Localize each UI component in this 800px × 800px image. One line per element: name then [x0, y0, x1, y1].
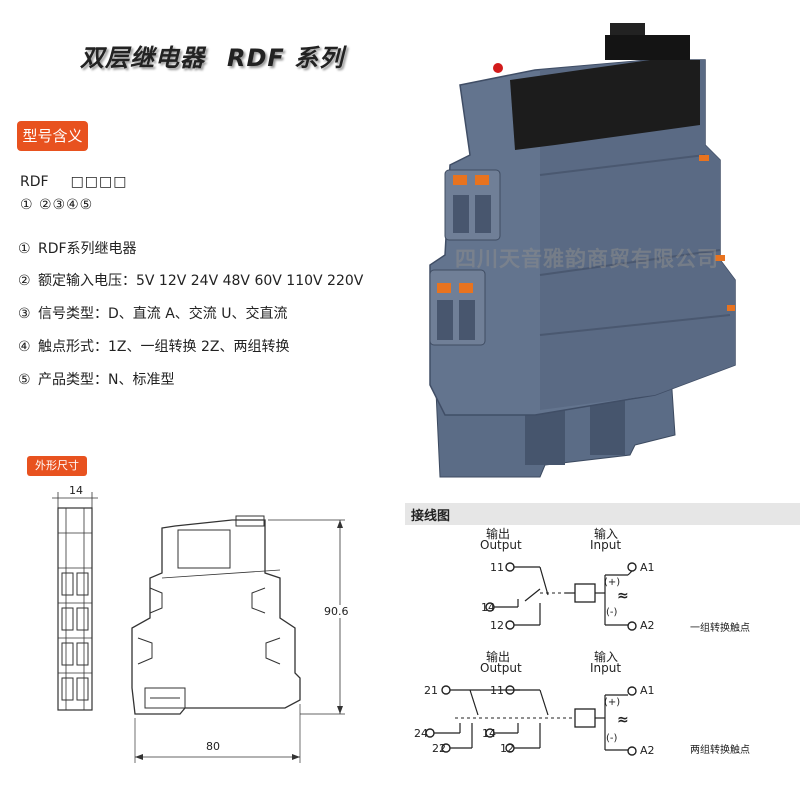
dimension-width-label: 14 — [69, 484, 83, 497]
model-code: RDF □□□□ — [20, 174, 127, 190]
model-item-num: ⑤ — [18, 372, 31, 388]
output-label-cn-2: 输出 — [486, 650, 511, 664]
output-label-en-2: Output — [480, 661, 522, 675]
terminal-14b: 14 — [482, 727, 496, 740]
wiring-title: 接线图 — [411, 509, 451, 524]
dimension-length-label: 80 — [206, 740, 220, 753]
terminal-11: 11 — [490, 561, 504, 574]
polarity-minus: (-) — [606, 607, 618, 618]
model-item-num: ② — [18, 273, 31, 289]
ac-dc-symbol-2: ≈ — [617, 712, 629, 728]
model-item-num: ① — [18, 241, 31, 257]
model-item-text: RDF系列继电器 — [38, 241, 137, 257]
model-meaning-badge: 型号含义 — [17, 121, 88, 151]
model-item: ① RDF系列继电器 — [18, 238, 137, 258]
terminal-12: 12 — [490, 619, 504, 632]
model-item-text: 产品类型：N、标准型 — [38, 372, 175, 388]
ac-dc-symbol: ≈ — [617, 588, 629, 604]
model-code-numbers: ① ②③④⑤ — [20, 197, 94, 213]
title-main: 双层继电器 — [80, 44, 205, 72]
polarity-plus-2: (+) — [604, 697, 621, 708]
model-item-text: 触点形式：1Z、一组转换 2Z、两组转换 — [38, 339, 290, 355]
wiring-header-bar — [405, 503, 800, 525]
terminal-12b: 12 — [500, 742, 514, 755]
wiring-diagrams — [425, 562, 637, 756]
terminal-a2: A2 — [640, 619, 655, 632]
model-item: ④ 触点形式：1Z、一组转换 2Z、两组转换 — [18, 336, 289, 356]
diagram2-caption: 两组转换触点 — [690, 745, 750, 756]
output-label-cn: 输出 — [486, 527, 511, 541]
terminal-24: 24 — [414, 727, 428, 740]
terminal-a2b: A2 — [640, 744, 655, 757]
page-title: 双层继电器 RDF 系列 — [80, 38, 344, 73]
title-series: RDF 系列 — [227, 44, 345, 72]
model-item-num: ④ — [18, 339, 31, 355]
terminal-22: 22 — [432, 742, 446, 755]
model-code-boxes: □□□□ — [70, 174, 128, 190]
model-item: ③ 信号类型：D、直流 A、交流 U、交直流 — [18, 303, 288, 323]
input-label-en: Input — [590, 538, 622, 552]
terminal-14: 14 — [481, 601, 495, 614]
terminal-21: 21 — [424, 684, 438, 697]
diagram1-caption: 一组转换触点 — [690, 623, 750, 634]
input-label-en-2: Input — [590, 661, 622, 675]
polarity-plus: (+) — [604, 577, 621, 588]
output-label-en: Output — [480, 538, 522, 552]
dimension-height-label: 90.6 — [324, 605, 349, 618]
relay-product-image — [429, 23, 736, 478]
dimensions-badge: 外形尺寸 — [27, 456, 87, 476]
terminal-a1: A1 — [640, 561, 655, 574]
dimension-drawing — [52, 492, 345, 763]
input-label-cn: 输入 — [594, 527, 619, 541]
terminal-11b: 11 — [490, 684, 504, 697]
terminal-a1b: A1 — [640, 684, 655, 697]
model-item-text: 额定输入电压：5V 12V 24V 48V 60V 110V 220V — [38, 273, 364, 289]
model-item: ② 额定输入电压：5V 12V 24V 48V 60V 110V 220V — [18, 270, 363, 290]
model-item-num: ③ — [18, 306, 31, 322]
watermark: 四川天音雅韵商贸有限公司 — [455, 247, 719, 271]
model-item: ⑤ 产品类型：N、标准型 — [18, 369, 174, 389]
model-item-text: 信号类型：D、直流 A、交流 U、交直流 — [38, 306, 288, 322]
input-label-cn-2: 输入 — [594, 650, 619, 664]
model-code-prefix: RDF — [20, 174, 49, 190]
polarity-minus-2: (-) — [606, 733, 618, 744]
